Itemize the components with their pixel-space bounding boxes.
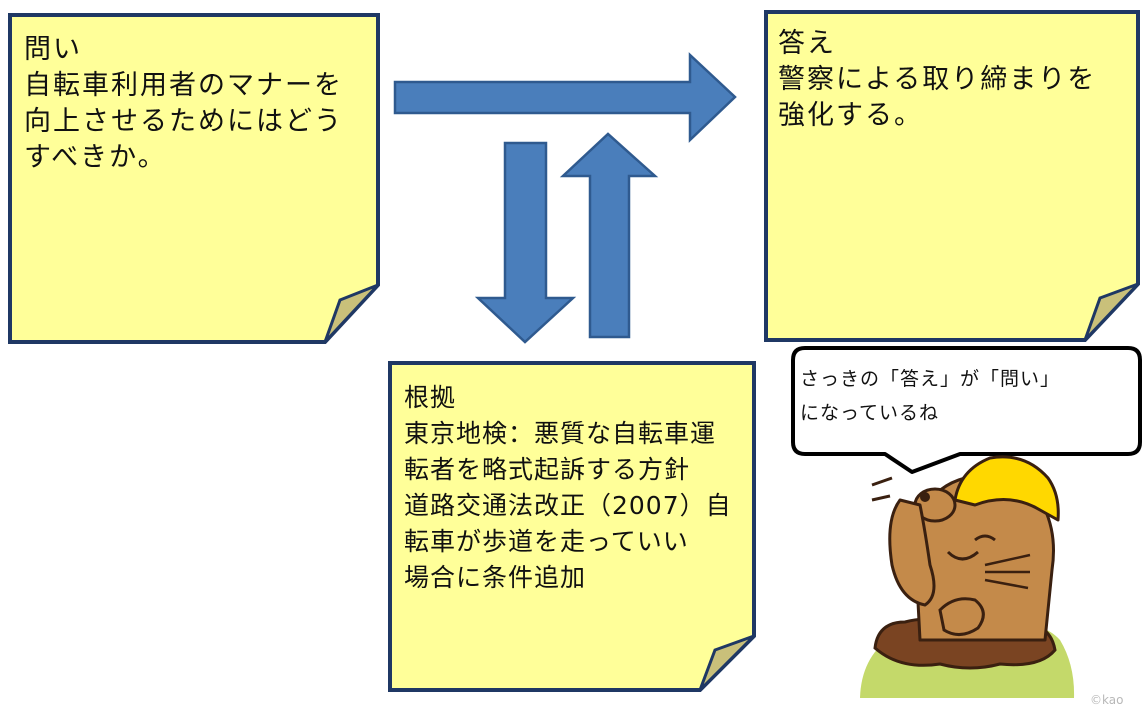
- question-line: 向上させるためにはどう: [24, 106, 343, 137]
- right-arrow: [393, 52, 737, 143]
- evidence-line: 東京地検：悪質な自転車運: [404, 419, 717, 448]
- up-arrow: [559, 132, 659, 339]
- speech-bubble-text: さっきの「答え」が「問い」 になっているね: [800, 362, 1138, 430]
- evidence-line: 道路交通法改正（2007）自: [404, 491, 732, 520]
- evidence-note-curl: [698, 634, 756, 692]
- answer-line: 警察による取り締まりを: [778, 64, 1097, 95]
- answer-note: [764, 10, 1140, 342]
- question-title: 問い: [24, 34, 82, 65]
- speech-line: になっているね: [800, 402, 940, 424]
- answer-note-text: 答え 警察による取り締まりを 強化する。: [778, 26, 1096, 134]
- question-note-curl: [323, 283, 380, 344]
- question-note-text: 問い 自転車利用者のマナーを 向上させるためにはどう すべきか。: [24, 32, 343, 176]
- evidence-line: 場合に条件追加: [404, 563, 587, 592]
- helmet: [953, 455, 1060, 522]
- mole-mascot: [860, 455, 1075, 698]
- mascot-credit: ©kao: [1090, 693, 1124, 707]
- speech-line: さっきの「答え」が「問い」: [800, 368, 1061, 390]
- question-line: すべきか。: [24, 142, 167, 173]
- down-arrow: [474, 141, 577, 344]
- evidence-note: [388, 361, 756, 692]
- evidence-note-text: 根拠 東京地検：悪質な自転車運 転者を略式起訴する方針 道路交通法改正（2007…: [404, 380, 732, 596]
- answer-line: 強化する。: [778, 100, 923, 131]
- answer-note-curl: [1083, 282, 1140, 342]
- question-note: [8, 13, 380, 344]
- evidence-line: 転者を略式起訴する方針: [404, 455, 691, 484]
- evidence-line: 転車が歩道を走っていい: [404, 527, 689, 556]
- speech-bubble: [791, 346, 1142, 474]
- question-line: 自転車利用者のマナーを: [24, 70, 343, 101]
- evidence-title: 根拠: [404, 383, 457, 412]
- answer-title: 答え: [778, 28, 836, 59]
